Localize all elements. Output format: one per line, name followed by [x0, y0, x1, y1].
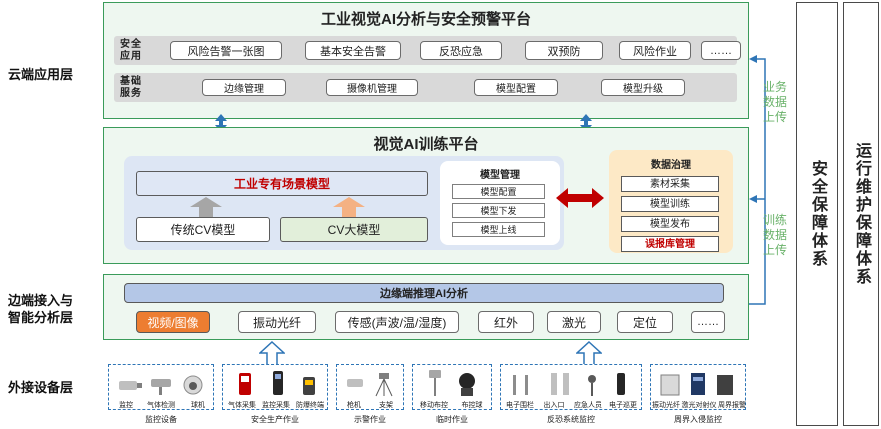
edge-input-more[interactable]: …… [691, 311, 725, 333]
basic-service-row: 基础服务 边缘管理 摄像机管理 模型配置 模型升级 [114, 73, 737, 102]
device-group-temp-work: 移动布控 布控球 [412, 364, 492, 410]
industrial-model-label: 工业专有场景模型 [233, 177, 330, 191]
security-item-basic-alarm[interactable]: 基本安全告警 [305, 41, 401, 60]
fence-gate-icon [513, 373, 625, 396]
device-group-alert-work: 枪机 支架 [336, 364, 404, 410]
up-arrow-orange-icon [333, 197, 365, 217]
device-item: 电子巡更 [609, 402, 637, 409]
device-item: 激光对射仪 [681, 402, 717, 409]
data-gov-box: 数据治理 素材采集 模型训练 模型发布 误报库管理 [609, 150, 733, 253]
device-item: 出入口 [543, 402, 565, 409]
model-mgmt-item[interactable]: 模型上线 [452, 222, 545, 237]
edge-inference-bar[interactable]: 边缘端推理AI分析 [124, 283, 724, 303]
basic-item-edge-mgmt[interactable]: 边缘管理 [202, 79, 286, 96]
data-gov-item[interactable]: 素材采集 [621, 176, 719, 192]
layer-label-edge: 边端接入与 智能分析层 [8, 293, 74, 325]
ops-system-label: 运行维护保障体系 [853, 142, 870, 286]
perimeter-alarm-icon [660, 373, 733, 396]
traditional-cv-box[interactable]: 传统CV模型 [136, 217, 270, 242]
training-platform-panel: 视觉AI训练平台 工业专有场景模型 传统CV模型 CV大模型 模型管理 模型配置… [103, 127, 749, 264]
device-item: 监控采集 [262, 402, 290, 409]
device-group-caption: 临时作业 [436, 415, 468, 424]
data-gov-item[interactable]: 模型训练 [621, 196, 719, 212]
security-item-risk-map[interactable]: 风险告警一张图 [170, 41, 282, 60]
edge-input-video[interactable]: 视频/图像 [136, 311, 210, 333]
security-system-box: 安全保障体系 [796, 2, 838, 426]
device-group-caption: 周界入侵监控 [674, 415, 722, 424]
training-upload-label: 训练数据上传 [762, 213, 787, 257]
layer-label-external: 外接设备层 [8, 380, 74, 395]
model-mgmt-item[interactable]: 模型下发 [452, 203, 545, 218]
device-group-perimeter: 振动光纤 激光对射仪 周界报警 [650, 364, 746, 410]
ai-platform-panel: 工业视觉AI分析与安全预警平台 安全应用 风险告警一张图 基本安全告警 反恐应急… [103, 2, 749, 119]
edge-input-infrared[interactable]: 红外 [478, 311, 534, 333]
device-item: 防爆终端 [296, 402, 324, 409]
data-gov-item[interactable]: 模型发布 [621, 216, 719, 232]
handheld-device-icon [239, 371, 315, 395]
upload-connector-lines [749, 55, 766, 305]
security-app-row: 安全应用 风险告警一张图 基本安全告警 反恐应急 双预防 风险作业 …… [114, 36, 741, 65]
device-item: 气体采集 [228, 402, 256, 409]
edge-inference-label: 边缘端推理AI分析 [380, 288, 468, 300]
basic-item-camera-mgmt[interactable]: 摄像机管理 [326, 79, 418, 96]
device-item: 球机 [191, 402, 205, 409]
cv-large-box[interactable]: CV大模型 [280, 217, 428, 242]
device-group-caption: 示警作业 [354, 415, 386, 424]
device-item: 枪机 [347, 402, 361, 409]
device-item: 应急人员 [574, 402, 602, 409]
ops-system-box: 运行维护保障体系 [843, 2, 879, 426]
security-item-risk-work[interactable]: 风险作业 [619, 41, 691, 60]
device-item: 气体检测 [147, 402, 175, 409]
device-group-caption: 监控设备 [145, 415, 177, 424]
device-group-caption: 反恐系统监控 [547, 415, 595, 424]
up-arrow-gray-icon [190, 197, 222, 217]
security-item-more[interactable]: …… [701, 41, 741, 60]
mobile-control-icon [429, 370, 475, 396]
device-item: 监控 [119, 402, 133, 409]
edge-input-sensor[interactable]: 传感(声波/温/湿度) [335, 311, 459, 333]
business-upload-label: 业务数据上传 [762, 80, 787, 124]
edge-input-location[interactable]: 定位 [617, 311, 673, 333]
security-row-label: 安全应用 [120, 39, 142, 62]
edge-input-fiber[interactable]: 振动光纤 [238, 311, 316, 333]
data-gov-item-false-alarm[interactable]: 误报库管理 [621, 236, 719, 252]
edge-panel: 边缘端推理AI分析 视频/图像 振动光纤 传感(声波/温/湿度) 红外 激光 定… [103, 274, 749, 340]
industrial-model-box[interactable]: 工业专有场景模型 [136, 171, 428, 196]
device-item: 周界报警 [718, 402, 746, 409]
device-item: 支架 [379, 402, 393, 409]
tripod-camera-icon [347, 373, 393, 397]
device-item: 振动光纤 [652, 402, 680, 409]
device-item: 电子围栏 [506, 402, 534, 409]
security-item-anti-terror[interactable]: 反恐应急 [420, 41, 502, 60]
model-mgmt-item[interactable]: 模型配置 [452, 184, 545, 199]
arrow-left-icon [749, 55, 757, 203]
device-item: 布控球 [461, 402, 483, 409]
basic-item-model-upgrade[interactable]: 模型升级 [601, 79, 685, 96]
ai-platform-title: 工业视觉AI分析与安全预警平台 [320, 11, 531, 28]
model-mgmt-title: 模型管理 [480, 170, 520, 181]
training-platform-title: 视觉AI训练平台 [373, 136, 479, 153]
basic-item-model-config[interactable]: 模型配置 [474, 79, 558, 96]
device-layer: 监控 气体检测 球机 监控设备 气体采集 监控采集 防爆终端 安全生产作业 枪机… [108, 364, 748, 426]
bidirectional-red-arrow-icon [556, 188, 604, 208]
model-mgmt-box: 模型管理 模型配置 模型下发 模型上线 [440, 161, 560, 245]
device-item: 移动布控 [420, 402, 448, 409]
cv-large-label: CV大模型 [327, 223, 381, 237]
data-gov-title: 数据治理 [651, 160, 691, 171]
device-group-anti-terror: 电子围栏 出入口 应急人员 电子巡更 [500, 364, 642, 410]
device-group-safety-production: 气体采集 监控采集 防爆终端 [222, 364, 328, 410]
basic-row-label: 基础服务 [120, 76, 142, 99]
camera-icon [119, 375, 203, 395]
device-group-caption: 安全生产作业 [251, 415, 299, 424]
device-group-monitoring: 监控 气体检测 球机 [108, 364, 214, 410]
security-item-dual-prevention[interactable]: 双预防 [525, 41, 603, 60]
traditional-cv-label: 传统CV模型 [170, 223, 236, 237]
layer-label-cloud: 云端应用层 [8, 67, 74, 82]
security-system-label: 安全保障体系 [809, 160, 826, 268]
edge-input-laser[interactable]: 激光 [547, 311, 601, 333]
